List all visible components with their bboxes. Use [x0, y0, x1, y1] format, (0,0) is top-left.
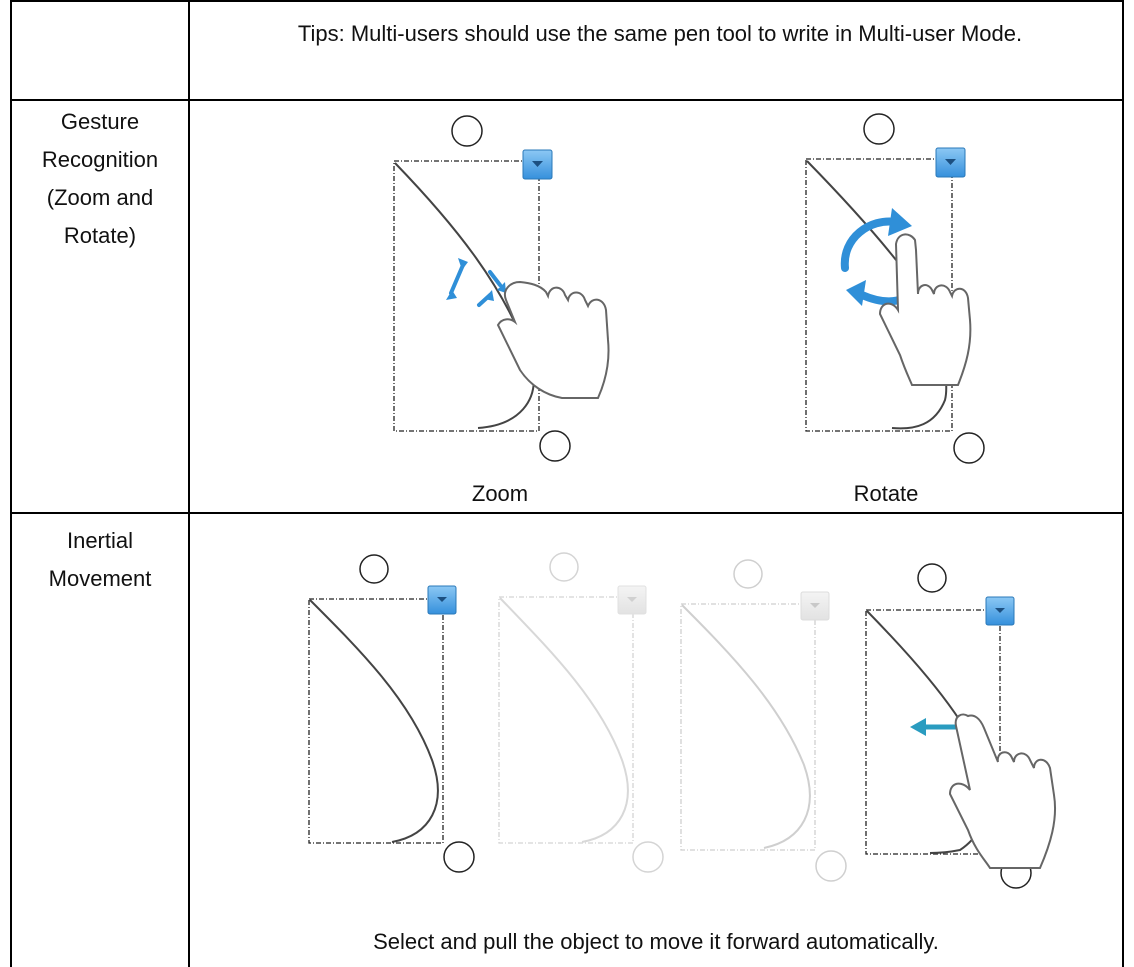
left-arrow-icon — [910, 718, 958, 736]
rotate-handle-icon — [451, 115, 483, 147]
gesture-label-line-3: (Zoom and — [46, 185, 154, 210]
inertial-label-line-1: Inertial — [66, 528, 134, 553]
rotate-handle-icon — [733, 559, 763, 589]
rotate-handle-icon — [359, 554, 389, 584]
selection-frame — [865, 609, 1001, 855]
rotate-caption: Rotate — [853, 481, 919, 506]
gesture-label: Gesture Recognition (Zoom and Rotate) — [12, 103, 188, 255]
hand-pinch-icon — [496, 280, 610, 399]
gesture-label-line-1: Gesture — [60, 109, 140, 134]
zoom-arrows-icon — [446, 258, 506, 307]
selection-frame — [498, 596, 634, 844]
tips-text: Tips: Multi-users should use the same pe… — [297, 21, 1023, 46]
dropdown-arrow-icon — [995, 608, 1005, 613]
inertial-frame-3 — [680, 559, 847, 882]
inertial-label-line-2: Movement — [48, 566, 152, 591]
drawn-stroke — [309, 599, 439, 843]
rotate-handle-icon — [863, 113, 895, 145]
row-divider-1 — [10, 99, 1124, 101]
gesture-label-line-4: Rotate) — [63, 223, 137, 248]
dropdown-arrow-icon — [532, 161, 543, 167]
dropdown-arrow-icon — [627, 597, 637, 602]
inertial-frame-2 — [498, 552, 664, 873]
rotate-handle-icon — [549, 552, 579, 582]
resize-handle-icon — [632, 841, 664, 873]
table-border-right — [1122, 0, 1124, 967]
hand-pointing-icon — [948, 713, 1056, 869]
zoom-illustration — [393, 115, 610, 462]
dropdown-arrow-icon — [437, 597, 447, 602]
inertial-frame-4 — [865, 563, 1056, 889]
inertial-label: Inertial Movement — [12, 522, 188, 598]
resize-handle-icon — [539, 430, 571, 462]
dropdown-arrow-icon — [945, 159, 956, 165]
rotate-handle-icon — [917, 563, 947, 593]
gesture-label-line-2: Recognition — [41, 147, 159, 172]
inertial-frame-1 — [308, 554, 475, 873]
row-divider-2 — [10, 512, 1124, 514]
selection-frame — [680, 603, 816, 851]
column-divider — [188, 0, 190, 967]
selection-frame — [308, 598, 444, 844]
dropdown-arrow-icon — [810, 603, 820, 608]
table-border-top — [10, 0, 1124, 2]
resize-handle-icon — [443, 841, 475, 873]
drawn-stroke — [681, 604, 811, 849]
drawn-stroke — [499, 597, 629, 843]
inertial-caption: Select and pull the object to move it fo… — [373, 929, 939, 954]
resize-handle-icon — [815, 850, 847, 882]
table-border-left — [10, 0, 12, 967]
hand-pointing-icon — [878, 233, 972, 386]
resize-handle-icon — [953, 432, 985, 464]
zoom-caption: Zoom — [471, 481, 529, 506]
rotate-illustration — [805, 113, 985, 464]
